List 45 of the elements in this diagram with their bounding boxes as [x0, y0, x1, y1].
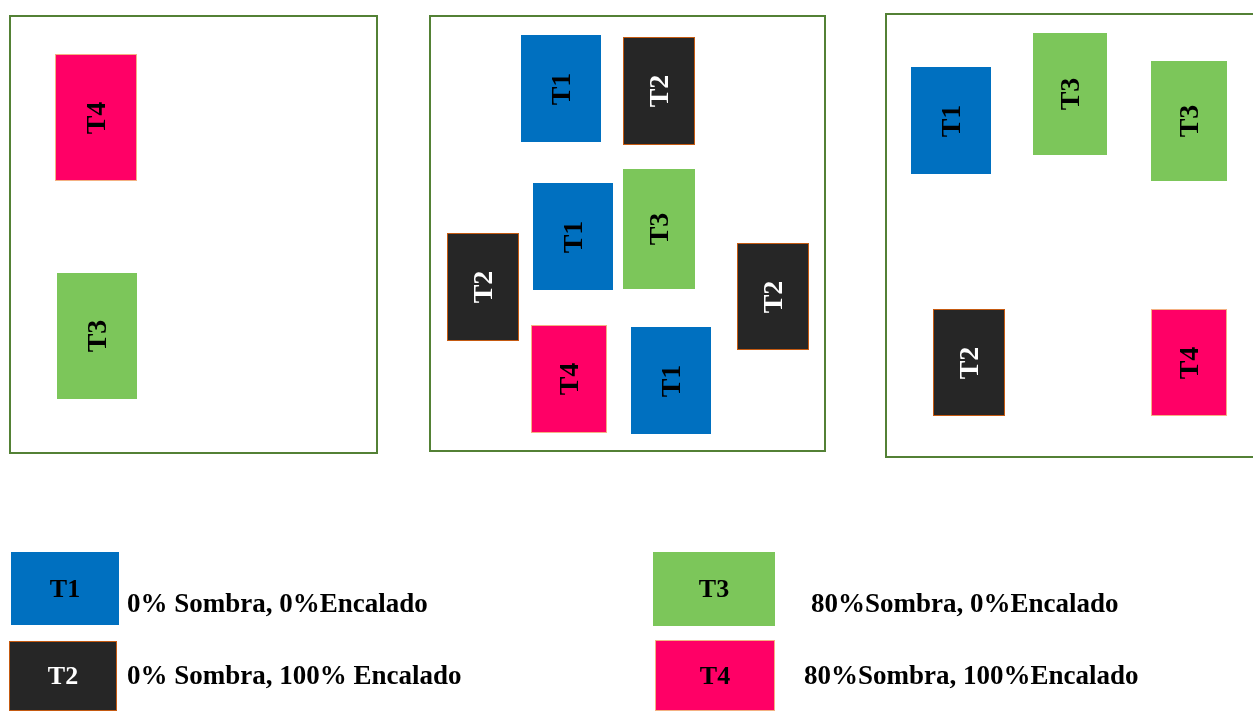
treatment-label: T4 [699, 662, 731, 689]
treatment-label: T3 [1056, 77, 1084, 111]
treatment-plot [1151, 309, 1227, 416]
treatment-plot [623, 169, 695, 289]
treatment-label: T2 [645, 74, 673, 108]
treatment-label: T2 [955, 346, 983, 379]
plot-frame [429, 15, 826, 452]
treatment-plot [623, 37, 695, 145]
treatment-label: T4 [82, 101, 110, 134]
treatment-label: T1 [49, 575, 81, 602]
legend-text: 0% Sombra, 100% Encalado [127, 662, 462, 689]
plot-frame [9, 15, 378, 454]
treatment-plot [521, 35, 601, 142]
treatment-label: T4 [555, 362, 583, 396]
treatment-label: T3 [645, 212, 673, 246]
treatment-label: T1 [559, 220, 587, 253]
treatment-label: T3 [83, 319, 111, 353]
treatment-label: T4 [1175, 346, 1203, 379]
treatment-label: T2 [469, 270, 497, 304]
treatment-label: T3 [698, 576, 730, 602]
treatment-plot [447, 233, 519, 341]
treatment-plot [533, 183, 613, 290]
legend-swatch [9, 641, 117, 711]
treatment-plot [531, 325, 607, 433]
treatment-plot [55, 54, 137, 181]
legend-swatch [653, 552, 775, 626]
treatment-plot [933, 309, 1005, 416]
treatment-label: T1 [657, 364, 685, 397]
legend-text: 80%Sombra, 0%Encalado [811, 590, 1119, 617]
treatment-label: T3 [1175, 104, 1203, 138]
treatment-plot [911, 67, 991, 174]
treatment-plot [1033, 33, 1107, 155]
legend-text: 0% Sombra, 0%Encalado [127, 590, 428, 617]
treatment-label: T2 [47, 663, 79, 689]
treatment-label: T1 [547, 72, 575, 105]
treatment-label: T1 [937, 104, 965, 137]
legend-swatch [11, 552, 119, 625]
treatment-plot [737, 243, 809, 350]
treatment-plot [1151, 61, 1227, 181]
treatment-label: T2 [759, 280, 787, 313]
legend-swatch [655, 640, 775, 711]
treatment-plot [57, 273, 137, 399]
treatment-plot [631, 327, 711, 434]
legend-text: 80%Sombra, 100%Encalado [804, 662, 1139, 689]
plot-frame [885, 13, 1253, 458]
